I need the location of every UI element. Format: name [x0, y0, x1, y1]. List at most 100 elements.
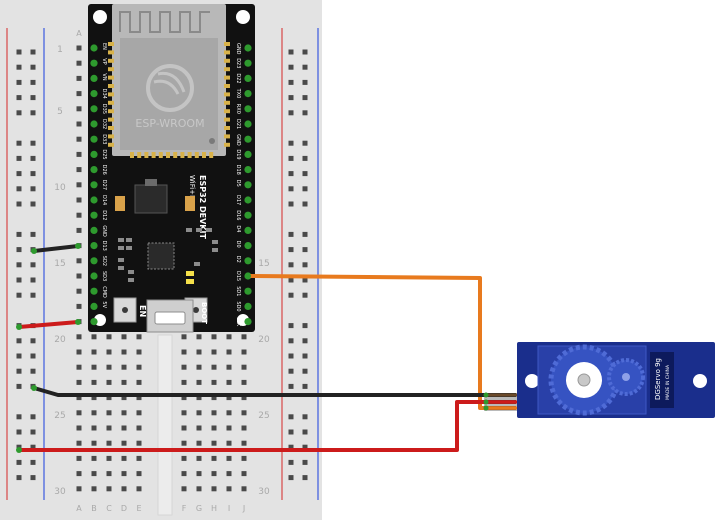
- power-rail-hole: [30, 79, 36, 85]
- pin-label: SD2: [101, 256, 107, 266]
- col-label-e: E: [136, 504, 141, 513]
- breadboard-hole: [91, 395, 97, 401]
- breadboard-hole: [241, 349, 247, 355]
- pin-label: CMD: [101, 286, 107, 298]
- header-pin: [244, 211, 252, 219]
- power-rail-hole: [302, 201, 308, 207]
- header-pin: [90, 44, 98, 52]
- mount-hole: [525, 374, 539, 388]
- power-rail-hole: [16, 140, 22, 146]
- breadboard-hole: [121, 471, 127, 477]
- breadboard-hole: [226, 425, 232, 431]
- breadboard-hole: [136, 349, 142, 355]
- power-rail-hole: [288, 79, 294, 85]
- power-rail-hole: [30, 186, 36, 192]
- power-rail-hole: [288, 429, 294, 435]
- pin-label: D4: [235, 225, 241, 232]
- header-pin: [90, 150, 98, 158]
- breadboard-hole: [136, 395, 142, 401]
- breadboard-hole: [106, 349, 112, 355]
- power-rail-hole: [288, 459, 294, 465]
- pin-label: CLK: [235, 317, 241, 327]
- header-pin: [90, 59, 98, 67]
- power-rail-hole: [30, 459, 36, 465]
- breadboard-hole: [196, 410, 202, 416]
- row-label-10: 10: [54, 183, 66, 193]
- pin-label: D5: [235, 180, 241, 187]
- breadboard-hole: [196, 379, 202, 385]
- breadboard-hole: [136, 425, 142, 431]
- breadboard-hole: [181, 364, 187, 370]
- breadboard-hole: [196, 486, 202, 492]
- breadboard-hole: [136, 455, 142, 461]
- row-label-25: 25: [54, 411, 65, 421]
- power-rail-hole: [16, 49, 22, 55]
- breadboard-hole: [91, 364, 97, 370]
- breadboard-hole: [91, 379, 97, 385]
- breadboard-hole: [211, 334, 217, 340]
- breadboard-hole: [91, 425, 97, 431]
- power-rail-hole: [30, 155, 36, 161]
- board-subtitle: WiFi+BLE: [188, 175, 196, 208]
- breadboard-hole: [76, 60, 82, 66]
- power-rail-hole: [288, 171, 294, 177]
- breadboard-labels: 1 5 10 15 20 25 30 15 20 25 30 A A B C D…: [54, 29, 270, 513]
- breadboard-hole: [136, 410, 142, 416]
- header-pin: [244, 120, 252, 128]
- pin-label: VP: [101, 58, 107, 64]
- pin-label: GND: [101, 225, 107, 237]
- power-rail-hole: [30, 110, 36, 116]
- breadboard-hole: [76, 75, 82, 81]
- breadboard-hole: [121, 455, 127, 461]
- en-button[interactable]: [113, 297, 137, 323]
- pin-label: D18: [235, 165, 241, 175]
- led: [186, 279, 194, 284]
- breadboard-hole: [211, 440, 217, 446]
- vin-jumper-wire: [17, 320, 80, 329]
- header-pin: [244, 242, 252, 250]
- pin-label: D13: [101, 241, 107, 251]
- breadboard-hole: [106, 471, 112, 477]
- servo-gear-icon: [548, 344, 620, 416]
- power-rail-hole: [302, 277, 308, 283]
- power-rail-hole: [288, 247, 294, 253]
- power-rail-hole: [302, 140, 308, 146]
- breadboard-hole: [76, 364, 82, 370]
- board-name: ESP32 DEVKIT: [198, 175, 207, 239]
- breadboard-hole: [76, 121, 82, 127]
- breadboard-hole: [241, 440, 247, 446]
- pin-label: GND: [235, 134, 241, 146]
- power-rail-hole: [30, 414, 36, 420]
- power-rail-hole: [302, 414, 308, 420]
- power-rail-hole: [30, 95, 36, 101]
- gnd-jumper-wire: [32, 244, 80, 253]
- header-pin: [244, 196, 252, 204]
- power-rail-hole: [16, 475, 22, 481]
- power-rail-hole: [16, 171, 22, 177]
- breadboard-hole: [226, 440, 232, 446]
- breadboard-hole: [181, 425, 187, 431]
- power-rail-hole: [302, 429, 308, 435]
- breadboard-hole: [226, 471, 232, 477]
- breadboard-hole: [136, 471, 142, 477]
- breadboard-hole: [196, 334, 202, 340]
- power-rail-hole: [288, 414, 294, 420]
- breadboard-hole: [241, 334, 247, 340]
- pin-label: SD3: [101, 271, 107, 281]
- header-pin: [90, 257, 98, 265]
- power-rail-hole: [30, 64, 36, 70]
- breadboard-hole: [241, 486, 247, 492]
- power-rail-hole: [288, 110, 294, 116]
- power-rail-hole: [30, 201, 36, 207]
- breadboard-hole: [241, 410, 247, 416]
- header-pin: [90, 287, 98, 295]
- power-rail-hole: [302, 444, 308, 450]
- breadboard-hole: [196, 349, 202, 355]
- pin-label: D22: [235, 73, 241, 83]
- pin-label: SD0: [235, 301, 241, 311]
- pin-label: D12: [101, 210, 107, 220]
- wires: [16, 243, 518, 453]
- breadboard-hole: [121, 379, 127, 385]
- pin-label: D15: [235, 271, 241, 281]
